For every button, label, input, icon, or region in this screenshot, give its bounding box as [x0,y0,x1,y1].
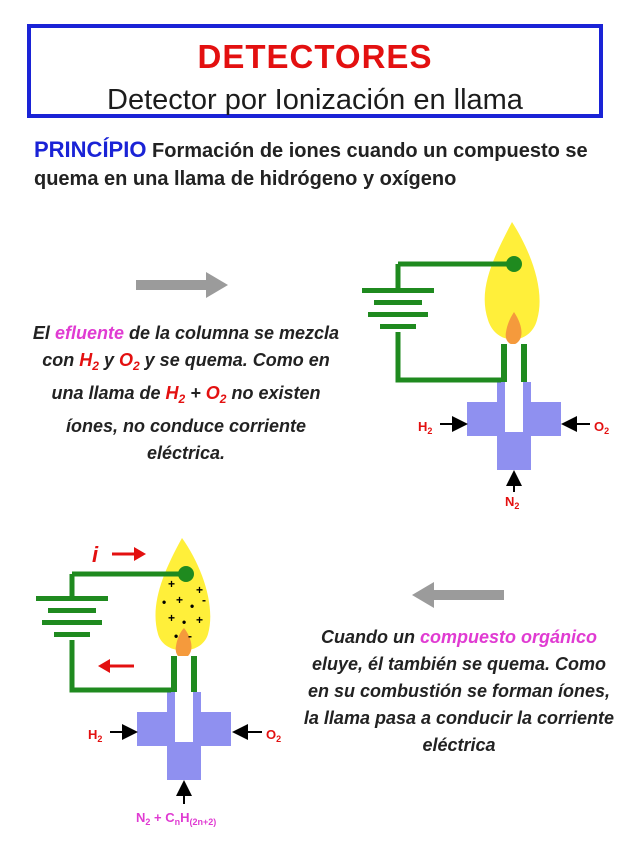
title-box: DETECTORES Detector por Ionización en ll… [27,24,603,118]
svg-text:•: • [190,599,194,613]
label-o2-1: O2 [594,419,609,436]
svg-text:+: + [168,611,175,625]
ions-2: +-+ •+•- +•+ •- [162,571,206,643]
page-subtitle: Detector por Ionización en llama [107,84,523,116]
flame-inner-1 [505,312,522,345]
page-title: DETECTORES [197,38,433,75]
svg-text:+: + [196,583,203,597]
principle-text: PRINCÍPIO Formación de iones cuando un c… [34,136,614,193]
detector-2: +-+ •+•- +•+ •- i [36,538,281,827]
flame-1 [484,222,540,340]
current-symbol: i [92,542,99,567]
svg-text:•: • [162,595,166,609]
svg-text:•: • [174,629,178,643]
gray-arrow-left [412,582,504,608]
flame-2 [155,538,211,651]
flame-inner-2 [175,628,192,659]
svg-text:-: - [188,629,192,643]
svg-text:•: • [182,615,186,629]
label-n2-cnh-2: N2 + CnH(2n+2) [136,810,216,827]
current-arrow-bottom [98,659,134,673]
svg-text:+: + [196,613,203,627]
principle-body: Formación de iones cuando un compuesto s… [34,140,588,190]
svg-text:+: + [168,577,175,591]
label-h2-1: H2 [418,419,432,436]
label-n2-1: N2 [505,494,519,511]
gray-arrow-right [136,272,228,298]
svg-text:-: - [202,593,206,607]
panel1-text: El efluente de la columna se mezcla con … [32,323,340,463]
current-arrow-top [112,547,146,561]
svg-text:+: + [176,593,183,607]
principle-keyword: PRINCÍPIO [34,137,147,162]
detector-1: H2 O2 N2 [362,222,609,511]
panel2-text: Cuando un compuesto orgánico eluye, él t… [303,627,615,755]
label-o2-2: O2 [266,727,281,744]
label-h2-2: H2 [88,727,102,744]
